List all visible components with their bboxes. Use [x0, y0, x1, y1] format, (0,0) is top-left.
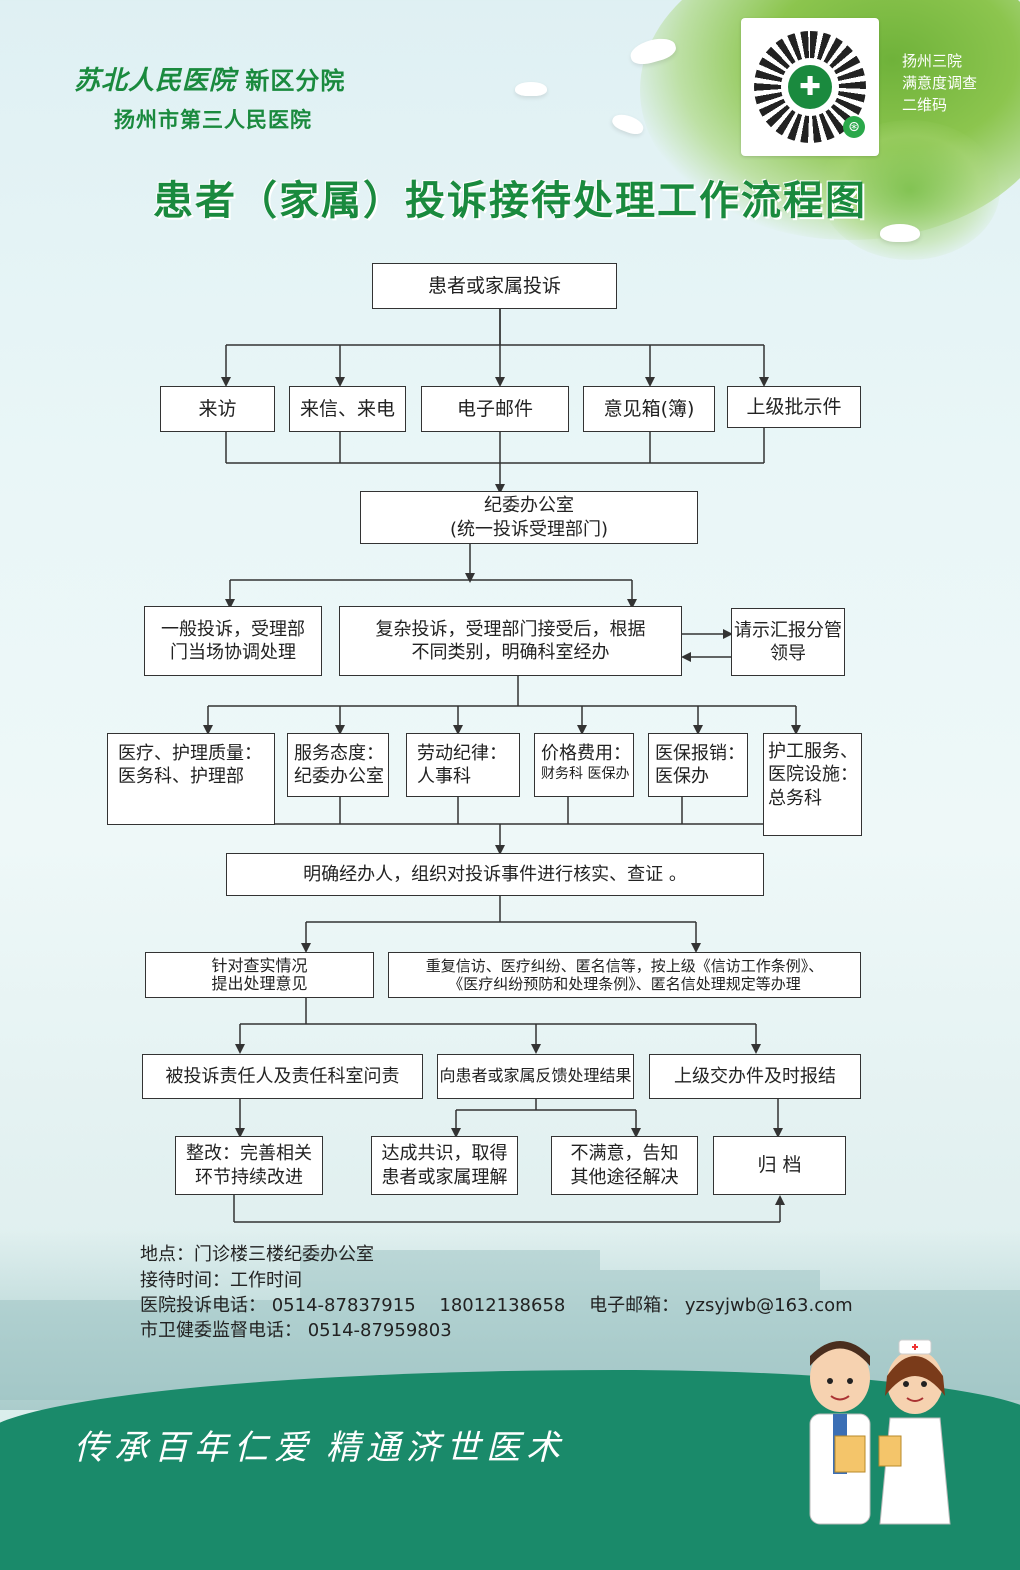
feedback-step: 向患者或家属反馈处理结果 [437, 1054, 634, 1099]
office-note: (统一投诉受理部门) [449, 518, 609, 540]
report-line: 请示汇报分管 [734, 619, 842, 641]
qr-caption-line: 二维码 [902, 96, 948, 114]
category-price-fees: 价格费用： 财务科 医保办 [534, 733, 634, 797]
superior-report-step: 上级交办件及时报结 [649, 1054, 861, 1099]
doctor-nurse-cartoon-icon [809, 1339, 951, 1525]
phone-number-2[interactable]: 18012138658 [439, 1295, 566, 1316]
complex-line: 复杂投诉，受理部门接受后，根据 [375, 618, 646, 640]
branch-name: 新区分院 [245, 67, 346, 95]
simple-line: 门当场协调处理 [170, 642, 296, 663]
qr-caption-line: 扬州三院 [902, 52, 963, 70]
dove-icon [880, 224, 920, 242]
rectify-step: 整改：完善相关 环节持续改进 [175, 1136, 323, 1195]
flow-start-complaint: 患者或家属投诉 [372, 263, 617, 309]
complex-line: 不同类别，明确科室经办 [411, 642, 610, 663]
verify-step: 明确经办人，组织对投诉事件进行核实、查证 。 [226, 853, 764, 896]
office-name: 纪委办公室 [484, 495, 574, 517]
channel-email: 电子邮件 [421, 386, 569, 432]
accountability-step: 被投诉责任人及责任科室问责 [142, 1054, 423, 1099]
consensus-line: 达成共识，取得 [381, 1143, 508, 1165]
category-label: 服务态度： [294, 743, 384, 764]
category-dept: 医务科、护理部 [118, 766, 244, 788]
info-contacts: 医院投诉电话： 0514-87837915 18012138658 电子邮箱： … [140, 1291, 853, 1317]
opinion-line: 针对查实情况 [211, 955, 308, 975]
complex-complaint: 复杂投诉，受理部门接受后，根据 不同类别，明确科室经办 [339, 606, 682, 676]
special-line: 《医疗纠纷预防和处理条例》、匿名信处理规定等办理 [448, 975, 801, 993]
channel-visit: 来访 [160, 386, 275, 432]
channel-suggestion-box: 意见箱(簿) [583, 386, 715, 432]
phone-label: 医院投诉电话： [140, 1295, 266, 1316]
category-label: 护工服务、 [768, 741, 858, 762]
consensus-line: 患者或家属理解 [381, 1166, 508, 1188]
category-labor-discipline: 劳动纪律： 人事科 [406, 733, 520, 797]
special-cases: 重复信访、医疗纠纷、匿名信等，按上级《信访工作条例》、 《医疗纠纷预防和处理条例… [388, 952, 861, 998]
category-dept: 总务科 [768, 787, 822, 809]
phone-number-1[interactable]: 0514-87837915 [271, 1295, 416, 1316]
category-dept: 医保办 [655, 766, 709, 788]
rectify-line: 环节持续改进 [195, 1166, 303, 1188]
channel-superior-instruction: 上级批示件 [727, 386, 861, 428]
unsatisfied-line: 其他途径解决 [570, 1166, 679, 1188]
unsatisfied-line: 不满意，告知 [570, 1143, 679, 1165]
unsatisfied-step: 不满意，告知 其他途径解决 [551, 1136, 698, 1195]
hospital-name-line: 苏北人民医院 新区分院 [74, 60, 345, 97]
info-supervision-phone: 市卫健委监督电话： 0514-87959803 [140, 1320, 452, 1341]
page-title: 患者（家属）投诉接待处理工作流程图 [153, 178, 867, 224]
dove-icon [610, 111, 646, 137]
category-label: 医疗、护理质量： [118, 743, 262, 764]
archive-step: 归 档 [713, 1136, 846, 1195]
qr-caption: 扬州三院 满意度调查 二维码 [902, 50, 1002, 116]
report-line: 领导 [770, 643, 806, 664]
category-label: 价格费用： [541, 743, 631, 764]
category-dept: 纪委办公室 [294, 766, 384, 788]
hospital-cross-icon: ✚ [788, 65, 832, 109]
opinion-line: 提出处理意见 [211, 974, 308, 993]
qr-code[interactable]: ✚ ⊛ [741, 18, 879, 156]
channel-letter-phone: 来信、来电 [289, 386, 406, 432]
dove-icon [515, 82, 547, 96]
opinion-step: 针对查实情况 提出处理意见 [145, 952, 374, 998]
category-label: 劳动纪律： [417, 743, 507, 764]
slogan-left: 传承百年仁爱 [74, 1428, 314, 1468]
category-service-attitude: 服务态度： 纪委办公室 [287, 733, 389, 797]
rectify-line: 整改：完善相关 [186, 1143, 312, 1165]
special-line: 重复信访、医疗纠纷、匿名信等，按上级《信访工作条例》、 [425, 957, 824, 975]
slogan-right: 精通济世医术 [326, 1428, 566, 1468]
qr-caption-line: 满意度调查 [902, 74, 978, 92]
category-label: 医院设施： [768, 764, 858, 786]
simple-complaint: 一般投诉，受理部 门当场协调处理 [144, 606, 322, 676]
report-to-leader: 请示汇报分管 领导 [731, 608, 845, 676]
email-address[interactable]: yzsyjwb@163.com [684, 1295, 853, 1316]
hospital-script-name: 苏北人民医院 [74, 66, 237, 96]
info-location: 地点：门诊楼三楼纪委办公室 [140, 1244, 374, 1265]
consensus-step: 达成共识，取得 患者或家属理解 [371, 1136, 518, 1195]
category-label: 医保报销： [655, 743, 745, 764]
hospital-name-secondary: 扬州市第三人民医院 [114, 108, 312, 132]
discipline-office: 纪委办公室 (统一投诉受理部门) [360, 491, 698, 544]
category-dept: 人事科 [417, 766, 471, 788]
category-dept: 财务科 医保办 [541, 766, 630, 783]
category-medical-quality: 医疗、护理质量： 医务科、护理部 [107, 733, 275, 825]
mini-program-icon: ⊛ [843, 116, 865, 138]
info-hours: 接待时间：工作时间 [140, 1270, 302, 1291]
simple-line: 一般投诉，受理部 [161, 618, 305, 640]
email-label: 电子邮箱： [589, 1295, 680, 1316]
category-insurance: 医保报销： 医保办 [648, 733, 748, 797]
category-facilities: 护工服务、 医院设施： 总务科 [763, 733, 862, 836]
